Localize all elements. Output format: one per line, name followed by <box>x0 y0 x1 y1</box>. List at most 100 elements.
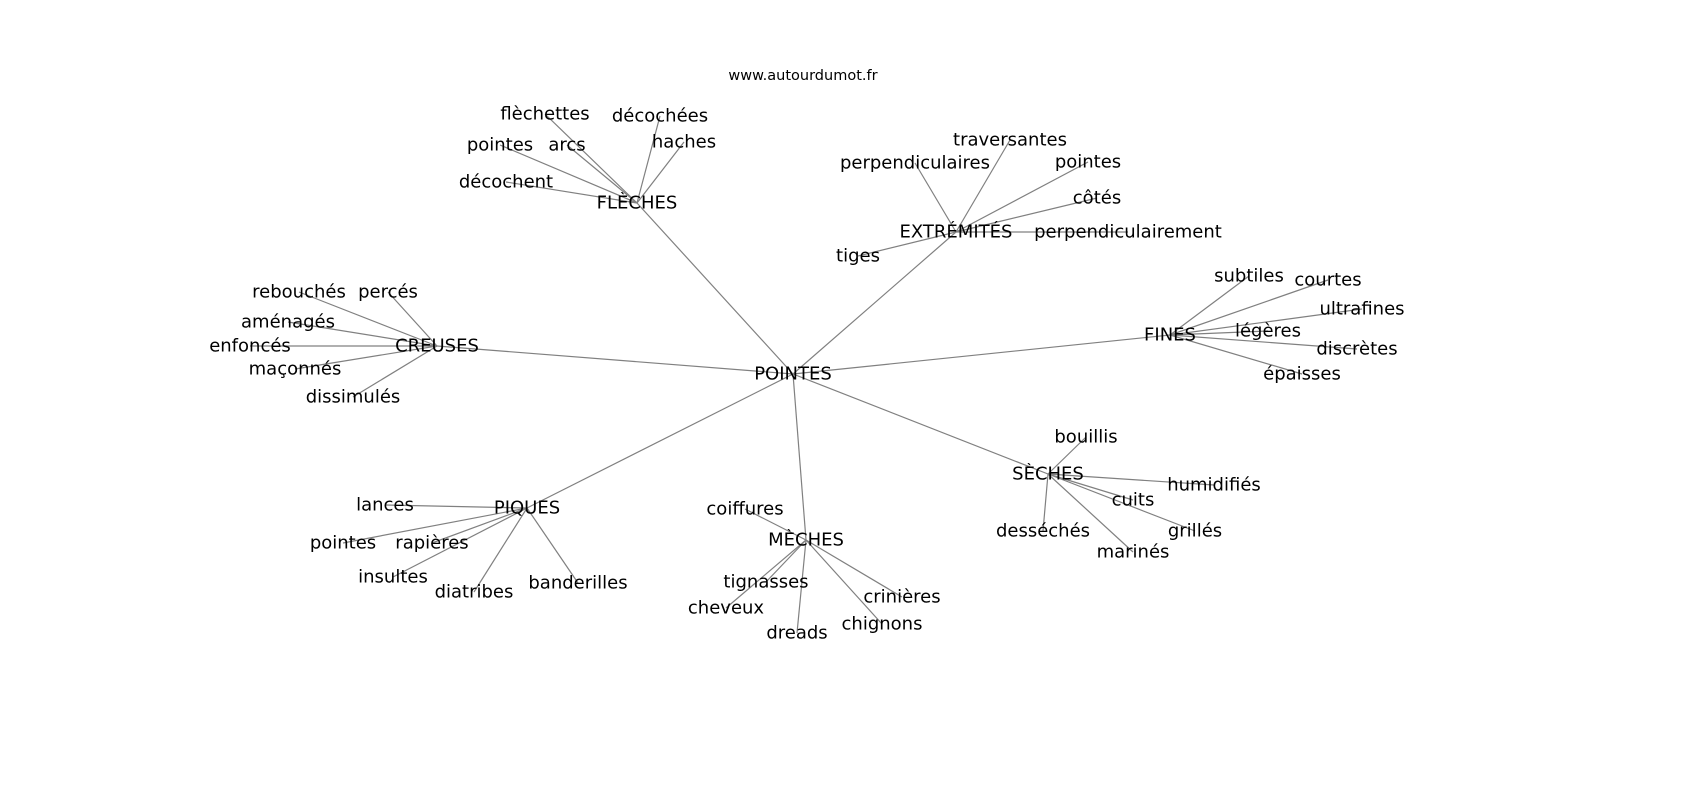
edge-hub-leaf <box>636 115 661 204</box>
edge-hub-leaf <box>1169 279 1329 336</box>
edge-hub-leaf <box>805 539 903 598</box>
leaf-node-label: pointes <box>467 135 533 156</box>
leaf-node-label: coiffures <box>706 499 783 520</box>
leaf-node-label: insultes <box>358 567 428 588</box>
edge-hub-leaf <box>1169 334 1358 350</box>
leaf-node-label: traversantes <box>953 130 1067 151</box>
leaf-node-label: maçonnés <box>249 359 342 380</box>
edge-hub-leaf <box>352 345 438 398</box>
edge-hub-leaf <box>1047 473 1134 501</box>
hub-node-label: SÈCHES <box>1012 463 1084 485</box>
leaf-node-label: côtés <box>1073 188 1121 209</box>
leaf-node-label: desséchés <box>996 521 1090 542</box>
edge-root-hub <box>792 373 807 541</box>
leaf-node-label: aménagés <box>241 312 335 333</box>
leaf-node-label: crinières <box>863 587 940 608</box>
leaf-node-label: flèchettes <box>500 104 589 125</box>
edge-root-hub <box>636 202 794 375</box>
edge-root-hub <box>526 373 794 509</box>
leaf-node-label: diatribes <box>435 582 514 603</box>
leaf-node-label: bouillis <box>1054 427 1117 448</box>
leaf-node-label: ultrafines <box>1319 299 1404 320</box>
edge-hub-leaf <box>796 539 807 634</box>
edge-hub-leaf <box>636 141 685 204</box>
hub-node-label: CREUSES <box>395 336 479 357</box>
edge-hub-leaf <box>1169 334 1303 375</box>
edge-hub-leaf <box>294 345 438 370</box>
leaf-node-label: cuits <box>1112 490 1155 511</box>
leaf-node-label: épaisses <box>1263 364 1341 385</box>
leaf-node-label: banderilles <box>528 573 627 594</box>
edge-hub-leaf <box>1047 436 1087 475</box>
edge-hub-leaf <box>505 181 638 204</box>
leaf-node-label: chignons <box>842 614 923 635</box>
edge-hub-leaf <box>1047 473 1196 532</box>
edge-root-hub <box>436 345 794 375</box>
edge-hub-leaf <box>387 291 438 347</box>
leaf-node-label: pointes <box>310 533 376 554</box>
edge-hub-leaf <box>287 321 438 347</box>
edge-hub-leaf <box>342 507 528 544</box>
leaf-node-label: haches <box>652 132 716 153</box>
leaf-node-label: subtiles <box>1214 266 1284 287</box>
leaf-node-label: lances <box>356 495 414 516</box>
edge-root-hub <box>792 334 1171 375</box>
edges <box>250 113 1363 634</box>
edge-hub-leaf <box>1169 275 1250 336</box>
edge-hub-leaf <box>805 539 883 625</box>
leaf-node-label: cheveux <box>688 598 765 619</box>
edge-hub-leaf <box>1169 330 1269 336</box>
leaf-node-label: tignasses <box>723 572 808 593</box>
edge-hub-leaf <box>473 507 528 593</box>
leaf-node-label: perpendiculaires <box>840 153 990 174</box>
edge-hub-leaf <box>431 507 528 544</box>
leaf-node-label: rebouchés <box>252 282 346 303</box>
leaf-node-label: dreads <box>766 623 827 644</box>
edge-hub-leaf <box>955 197 1098 233</box>
edge-hub-leaf <box>744 508 807 541</box>
hub-node-label: PIQUES <box>494 498 560 519</box>
leaf-node-label: perpendiculairement <box>1034 222 1222 243</box>
hub-node-label: MÈCHES <box>768 529 844 551</box>
leaf-node-label: rapières <box>395 533 468 554</box>
leaf-node-label: enfoncés <box>209 336 291 357</box>
edge-hub-leaf <box>955 139 1011 233</box>
edge-root-hub <box>792 231 957 375</box>
hub-node-label: EXTRÉMITÉS <box>900 221 1013 243</box>
leaf-node-label: arcs <box>548 135 585 156</box>
leaf-node-label: marinés <box>1097 542 1170 563</box>
edge-hub-leaf <box>566 144 638 204</box>
leaf-node-label: légères <box>1235 321 1301 342</box>
leaf-node-label: dissimulés <box>306 387 401 408</box>
leaf-node-label: humidifiés <box>1167 475 1261 496</box>
hub-node-label: FLÈCHES <box>597 192 678 214</box>
site-title: www.autourdumot.fr <box>728 68 877 84</box>
edge-hub-leaf <box>725 539 807 609</box>
edge-hub-leaf <box>298 291 438 347</box>
edge-hub-leaf <box>392 507 528 578</box>
edge-hub-leaf <box>765 539 807 583</box>
edge-hub-leaf <box>914 162 957 233</box>
edge-hub-leaf <box>1169 308 1363 336</box>
leaf-node-label: pointes <box>1055 152 1121 173</box>
edge-hub-leaf <box>499 144 638 204</box>
leaf-node-label: discrètes <box>1316 339 1397 360</box>
edge-hub-leaf <box>1047 473 1134 553</box>
edge-root-hub <box>792 373 1049 475</box>
labels: www.autourdumot.fr flèchettes décochées ha… <box>209 68 1404 644</box>
leaf-node-label: percés <box>358 282 418 303</box>
edge-hub-leaf <box>544 113 638 204</box>
edge-hub-leaf <box>955 161 1089 233</box>
edge-hub-leaf <box>526 507 579 584</box>
leaf-node-label: décochées <box>612 106 708 127</box>
leaf-node-label: grillés <box>1168 521 1222 542</box>
edge-hub-leaf <box>857 231 957 257</box>
leaf-node-label: décochent <box>459 172 553 193</box>
edge-hub-leaf <box>1042 473 1049 532</box>
edge-hub-leaf <box>1047 473 1215 486</box>
hub-node-label: FINES <box>1144 325 1196 346</box>
leaf-node-label: tiges <box>836 246 880 267</box>
root-node-label: POINTES <box>754 364 832 385</box>
leaf-node-label: courtes <box>1294 270 1361 291</box>
